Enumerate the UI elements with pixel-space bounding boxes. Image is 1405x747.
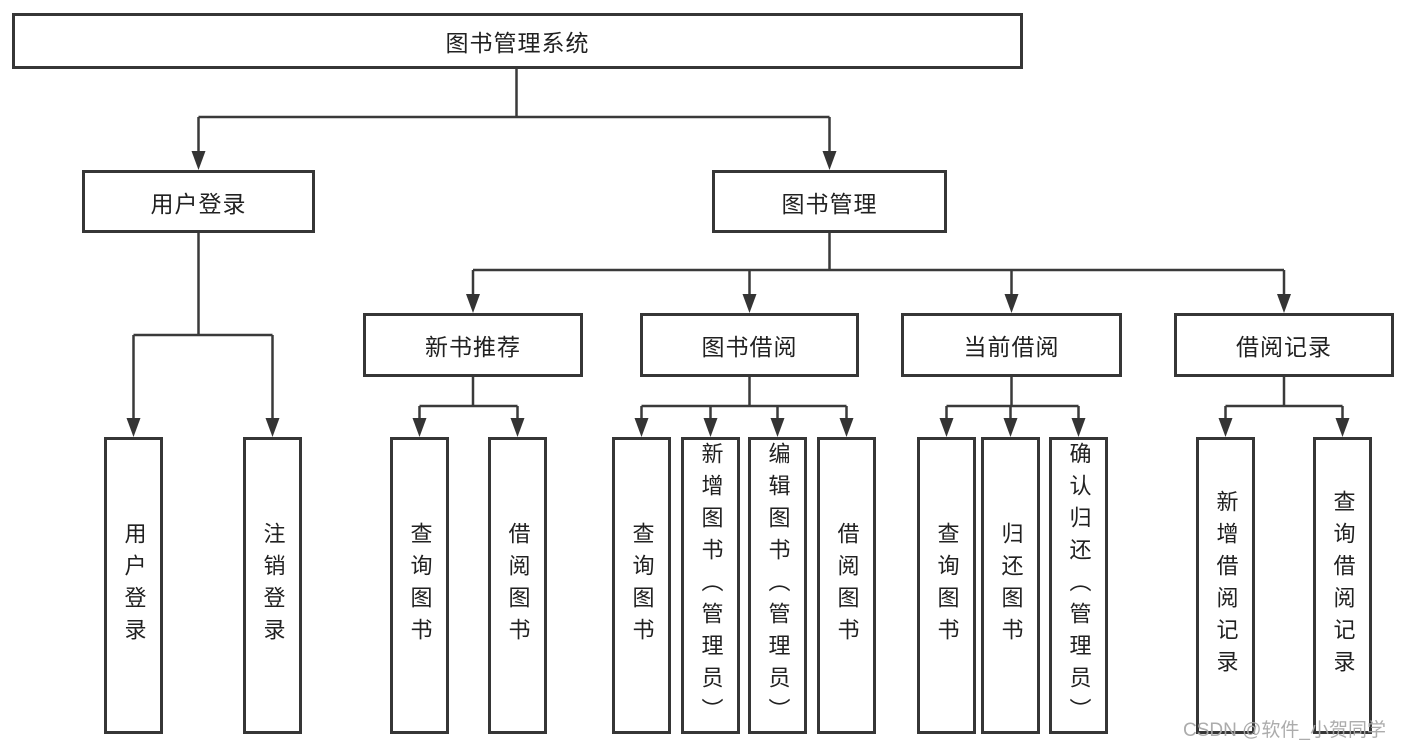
leaf-borrow-query: 查询图书 [612, 437, 671, 734]
leaf-borrow-query-label: 查询图书 [629, 521, 655, 650]
leaf-record-query-label: 查询借阅记录 [1330, 489, 1356, 682]
node-new-book-recommend: 新书推荐 [363, 313, 583, 377]
leaf-record-add-label: 新增借阅记录 [1213, 489, 1239, 682]
node-borrow-records-label: 借阅记录 [1236, 334, 1332, 360]
node-book-management: 图书管理 [712, 170, 947, 233]
leaf-logout-label: 注销登录 [260, 521, 286, 650]
node-library-system: 图书管理系统 [12, 13, 1023, 69]
leaf-user-login-label: 用户登录 [121, 521, 147, 650]
leaf-record-query: 查询借阅记录 [1313, 437, 1372, 734]
leaf-current-return: 归还图书 [981, 437, 1040, 734]
node-new-book-recommend-label: 新书推荐 [425, 334, 521, 360]
leaf-borrow-book: 借阅图书 [817, 437, 876, 734]
leaf-newbook-query-label: 查询图书 [407, 521, 433, 650]
node-current-borrowing-label: 当前借阅 [963, 334, 1060, 360]
leaf-newbook-borrow: 借阅图书 [488, 437, 547, 734]
leaf-current-return-label: 归还图书 [998, 521, 1024, 650]
node-borrow-records: 借阅记录 [1174, 313, 1394, 377]
leaf-borrow-edit-book: 编辑图书（管理员） [748, 437, 807, 734]
leaf-current-query-label: 查询图书 [934, 521, 960, 650]
leaf-newbook-query: 查询图书 [390, 437, 449, 734]
leaf-borrow-book-label: 借阅图书 [834, 521, 860, 650]
node-book-borrowing-label: 图书借阅 [701, 334, 798, 360]
leaf-borrow-add-book: 新增图书（管理员） [681, 437, 740, 734]
leaf-current-query: 查询图书 [917, 437, 976, 734]
leaf-user-login: 用户登录 [104, 437, 163, 734]
node-book-borrowing: 图书借阅 [640, 313, 859, 377]
leaf-current-confirm-return-label: 确认归还（管理员） [1066, 441, 1092, 730]
node-user-login-branch: 用户登录 [82, 170, 315, 233]
leaf-borrow-add-book-label: 新增图书（管理员） [698, 441, 724, 730]
csdn-watermark: CSDN @软件_小贺同学 [1183, 720, 1386, 741]
leaf-borrow-edit-book-label: 编辑图书（管理员） [765, 441, 791, 730]
leaf-newbook-borrow-label: 借阅图书 [505, 521, 531, 650]
node-library-system-label: 图书管理系统 [445, 30, 590, 56]
node-book-management-label: 图书管理 [781, 190, 878, 217]
leaf-logout: 注销登录 [243, 437, 302, 734]
leaf-current-confirm-return: 确认归还（管理员） [1049, 437, 1108, 734]
node-user-login-branch-label: 用户登录 [150, 190, 247, 217]
leaf-record-add: 新增借阅记录 [1196, 437, 1255, 734]
node-current-borrowing: 当前借阅 [901, 313, 1122, 377]
